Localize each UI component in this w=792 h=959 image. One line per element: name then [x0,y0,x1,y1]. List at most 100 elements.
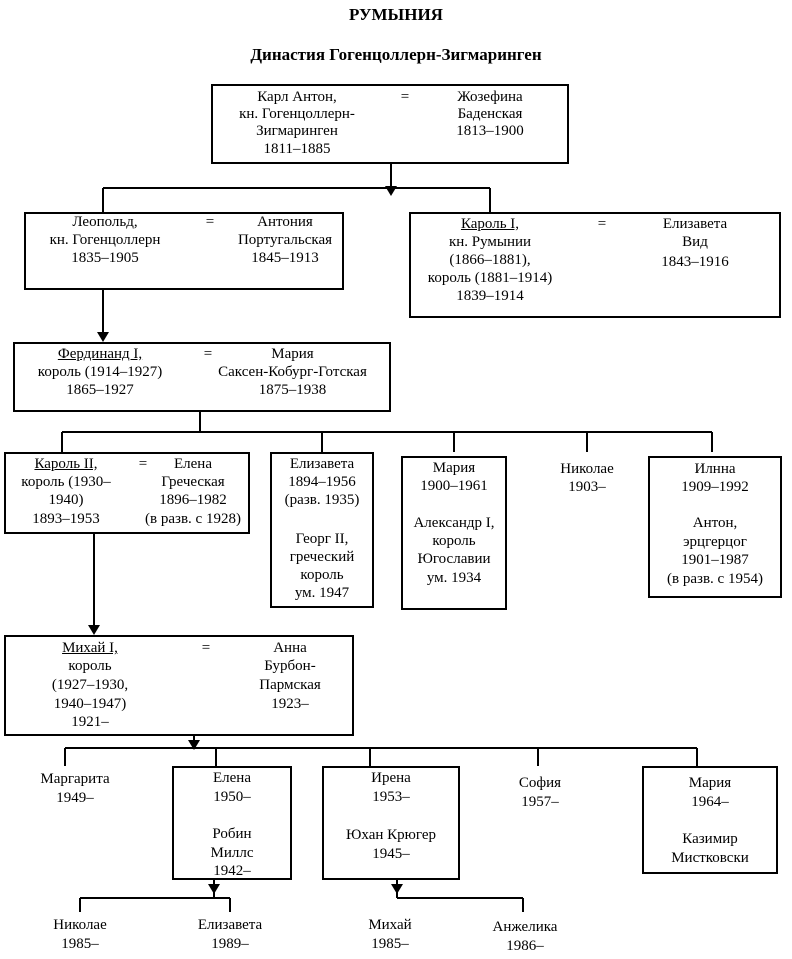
karl-anton-name: Карл Антон, [257,89,337,105]
marriage-sign: = [205,214,215,230]
marriage-sign: = [203,346,213,362]
karl-anton-title-2: Зигмаринген [256,123,338,139]
mihai-name: Михай I, [62,640,118,656]
mihai-reign-1: (1927–1930, [51,677,129,693]
kazimir-name: Казимир [682,831,738,847]
maria-1900-dates: 1900–1961 [420,478,488,494]
angelica-dates: 1986– [506,938,544,954]
anton-name: Антон, [692,515,738,531]
mihai-reign-2: 1940–1947) [53,696,127,712]
irina-name: Ирена [371,770,411,786]
maria-1900-name: Мария [432,460,476,476]
leopold-name: Леопольд, [72,214,138,230]
marriage-sign: = [400,89,410,105]
elizaveta-dates: 1894–1956 [288,474,356,490]
carol1-reign-prince: (1866–1881), [449,252,531,268]
elena-mills-box [172,766,292,880]
robin-name: Робин [212,826,252,842]
elisabeta-house: Вид [682,234,708,250]
kazimir-surname: Мистковски [671,850,749,866]
elena-dates: 1896–1982 [159,492,227,508]
anton-title: эрцгерцог [683,534,747,550]
georg-title-2: король [300,567,344,583]
carol2-reign: король (1930– [21,474,111,490]
mihai-title: король [68,658,112,674]
elizaveta-1989-dates: 1989– [211,936,249,952]
angelica-name: Анжелика [492,919,558,935]
carol1-title: кн. Румынии [448,234,532,250]
karl-anton-dates: 1811–1885 [263,141,331,157]
dynasty-title: Династия Гогенцоллерн-Зигмаринген [250,45,542,64]
elizaveta-1989-name: Елизавета [197,917,263,933]
carol2-elena-box [4,452,250,534]
elena-1950-dates: 1950– [213,789,251,805]
elizaveta-divorce: (разв. 1935) [284,492,360,508]
georg-death: ум. 1947 [294,585,350,601]
georg-title: греческий [289,549,355,565]
marriage-sign: = [597,216,607,232]
anna-dates: 1923– [271,696,309,712]
leopold-antonia-box [24,212,344,290]
josephine-name: Жозефина [457,89,523,105]
marriage-sign: = [138,456,148,472]
elisabeta-dates: 1843–1916 [661,254,729,270]
nicolae-1903-dates: 1903– [568,479,606,495]
antonia-house: Португальская [237,232,333,248]
leopold-dates: 1835–1905 [71,250,139,266]
antonia-name: Антония [257,214,313,230]
nicolae-1985-dates: 1985– [61,936,99,952]
carol2-dates: 1893–1953 [32,511,100,527]
carol1-name: Кароль I, [460,216,520,232]
anna-house-2: Пармская [259,677,321,693]
mihai-1985-dates: 1985– [371,936,409,952]
elena-1950-name: Елена [213,770,251,786]
alexander-death: ум. 1934 [426,570,482,586]
ferdinand-reign: король (1914–1927) [37,364,163,380]
karl-anton-title: кн. Гогенцоллерн- [239,106,355,122]
robin-dates: 1942– [213,863,251,879]
elena-house: Греческая [161,474,225,490]
carol1-dates: 1839–1914 [456,288,524,304]
carol1-elisabeta-box [409,212,781,318]
marriage-sign: = [201,640,211,656]
carol2-name: Кароль II, [34,456,98,472]
leopold-title: кн. Гогенцоллерн [49,232,161,248]
alexander-title: король [432,533,476,549]
ferdinand-maria-box [13,342,391,412]
anton-divorce: (в разв. с 1954) [667,571,763,587]
mihai-1985-name: Михай [368,917,412,933]
nicolae-1985-name: Николае [53,917,107,933]
irina-kruger-box [322,766,460,880]
elizaveta-name: Елизавета [289,456,355,472]
maria-1964-name: Мария [688,775,732,791]
carol2-reign-end: 1940) [48,492,84,508]
ferdinand-dates: 1865–1927 [66,382,134,398]
karl-anton-josephine-box [211,84,569,164]
robin-surname: Миллс [210,845,254,861]
anna-house: Бурбон- [264,658,316,674]
ileana-box [648,456,782,598]
margareta-dates: 1949– [56,790,94,806]
elisabeta-name: Елизавета [662,216,728,232]
kruger-dates: 1945– [372,846,410,862]
irina-dates: 1953– [372,789,410,805]
maria-dates: 1875–1938 [258,382,327,398]
carol1-reign-king: король (1881–1914) [427,270,553,286]
margareta-name: Маргарита [40,771,110,787]
ileana-dates: 1909–1992 [681,479,749,495]
sofia-name: София [518,775,562,791]
anton-dates: 1901–1987 [681,552,749,568]
maria-house: Саксен-Кобург-Готская [218,364,367,380]
josephine-dates: 1813–1900 [456,123,524,139]
maria-name: Мария [271,346,314,362]
alexander-name: Александр I, [413,515,495,531]
elizaveta-box [270,452,374,608]
antonia-dates: 1845–1913 [251,250,319,266]
elena-name: Елена [174,456,212,472]
elena-divorce: (в разв. с 1928) [145,511,241,527]
sofia-dates: 1957– [521,794,559,810]
maria-yugoslavia-box [401,456,507,610]
maria-1964-dates: 1964– [691,794,729,810]
ileana-name: Илнна [694,461,736,477]
